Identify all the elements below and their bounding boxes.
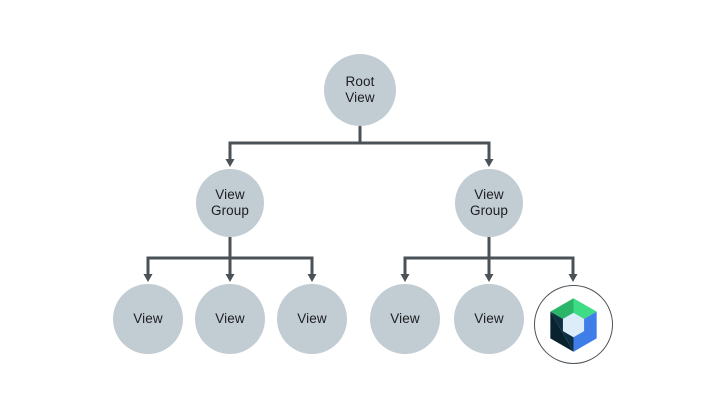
connector-right-bracket: [403, 256, 575, 275]
node-label-line: View: [390, 311, 420, 326]
node-root-view-label: Root View: [345, 74, 374, 106]
arrowhead-icon: [307, 274, 317, 282]
arrowhead-icon: [484, 159, 494, 167]
node-label-line: Root: [345, 74, 375, 89]
node-view-1: View: [113, 284, 183, 354]
node-label-line: View: [345, 90, 375, 105]
arrowhead-icon: [225, 274, 235, 282]
node-label-line: Group: [210, 203, 250, 218]
arrowhead-icon: [568, 274, 578, 282]
node-root-view: Root View: [324, 54, 396, 126]
node-label-line: View: [474, 311, 504, 326]
arrowhead-icon: [484, 274, 494, 282]
node-label-line: View: [133, 311, 163, 326]
node-label-line: View: [215, 311, 245, 326]
node-label-line: View: [474, 187, 504, 202]
node-jetpack-compose: [534, 285, 613, 364]
node-view-5: View: [454, 284, 524, 354]
node-view-2: View: [195, 284, 265, 354]
arrowhead-icon: [225, 159, 235, 167]
connector-level1-bracket: [228, 141, 491, 160]
arrowhead-icon: [400, 274, 410, 282]
node-label-line: Group: [469, 203, 509, 218]
node-label-line: View: [215, 187, 245, 202]
node-view-group-right: View Group: [455, 169, 523, 237]
node-view-group-left: View Group: [196, 169, 264, 237]
node-view-3: View: [277, 284, 347, 354]
jetpack-compose-logo-icon: [550, 297, 597, 352]
arrowhead-icon: [143, 274, 153, 282]
node-label-line: View: [297, 311, 327, 326]
node-view-4: View: [370, 284, 440, 354]
connector-left-bracket: [146, 256, 314, 275]
node-view-group-right-label: View Group: [470, 187, 508, 219]
node-view-group-left-label: View Group: [211, 187, 249, 219]
